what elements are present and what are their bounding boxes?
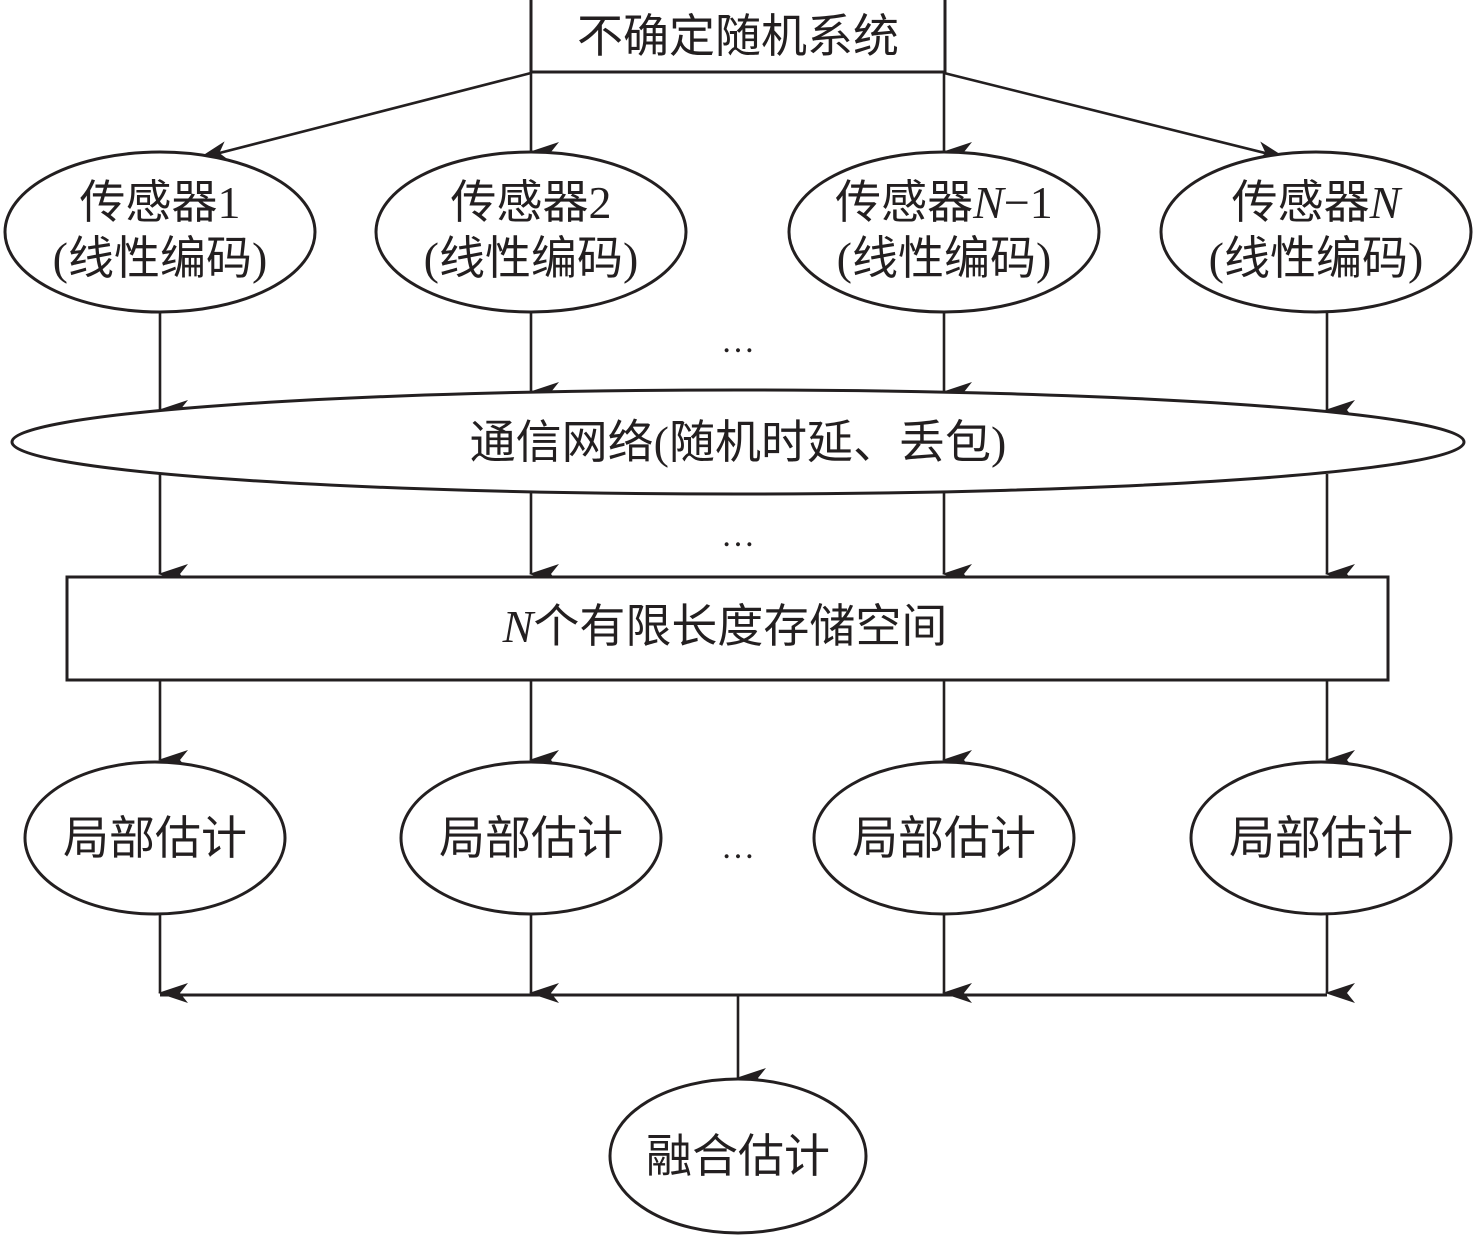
sensor-to-network-edges <box>158 312 1355 420</box>
ellipsis-local: … <box>721 829 755 866</box>
sensor-n-1: 传感器N−1 (线性编码) <box>787 150 1101 314</box>
system-box-label: 不确定随机系统 <box>577 11 899 62</box>
svg-text:传感器2: 传感器2 <box>451 177 612 228</box>
ellipsis-network: … <box>721 517 755 554</box>
svg-text:传感器1: 传感器1 <box>80 177 241 228</box>
sensor-n-1-suffix: −1 <box>1004 177 1053 228</box>
sensor-n: 传感器N (线性编码) <box>1159 150 1473 314</box>
sensor-2: 传感器2 (线性编码) <box>374 150 688 314</box>
sensor-n-subtitle: (线性编码) <box>1209 233 1424 284</box>
sensor-n-var: N <box>1369 177 1403 228</box>
edge-system-sensor-n <box>943 71 1287 161</box>
svg-text:传感器N−1: 传感器N−1 <box>835 177 1053 228</box>
sensor-n-1-subtitle: (线性编码) <box>837 233 1052 284</box>
sensor-n-1-var: N <box>972 177 1006 228</box>
sensor-n-1-label: 传感器 <box>835 177 973 228</box>
svg-text:传感器N: 传感器N <box>1232 177 1403 228</box>
sensor-2-subtitle: (线性编码) <box>424 233 639 284</box>
system-box: 不确定随机系统 <box>529 0 947 74</box>
fusion-estimate-label: 融合估计 <box>646 1131 830 1182</box>
local-estimate-1: 局部估计 <box>23 760 287 916</box>
sensor-2-index: 2 <box>589 177 612 228</box>
local-estimate-2-label: 局部估计 <box>439 813 623 864</box>
network: 通信网络(随机时延、丢包) <box>10 388 1466 496</box>
sensor-1-subtitle: (线性编码) <box>53 233 268 284</box>
system-to-sensor-edges <box>198 71 1287 162</box>
local-estimate-1-label: 局部估计 <box>63 813 247 864</box>
sensor-1-label: 传感器 <box>80 177 218 228</box>
sensor-1-index: 1 <box>218 177 241 228</box>
local-estimate-3-label: 局部估计 <box>852 813 1036 864</box>
local-estimate-4-label: 局部估计 <box>1229 813 1413 864</box>
network-to-storage-edges <box>158 474 1355 584</box>
storage-to-local-edges <box>158 680 1355 770</box>
local-to-bus-edges <box>158 914 1355 1003</box>
fusion-estimate: 融合估计 <box>608 1077 868 1235</box>
svg-text:N个有限长度存储空间: N个有限长度存储空间 <box>502 601 948 652</box>
storage-var: N <box>502 601 536 652</box>
sensor-2-label: 传感器 <box>451 177 589 228</box>
ellipsis-sensors: … <box>721 323 755 360</box>
local-estimate-4: 局部估计 <box>1189 760 1453 916</box>
sensor-1: 传感器1 (线性编码) <box>3 150 317 314</box>
sensor-n-label: 传感器 <box>1232 177 1370 228</box>
local-estimate-3: 局部估计 <box>812 760 1076 916</box>
network-label: 通信网络(随机时延、丢包) <box>470 417 1007 468</box>
local-estimate-2: 局部估计 <box>399 760 663 916</box>
storage-box: N个有限长度存储空间 <box>65 575 1390 682</box>
storage-label: 个有限长度存储空间 <box>533 601 947 652</box>
edge-system-sensor-1 <box>198 71 532 161</box>
